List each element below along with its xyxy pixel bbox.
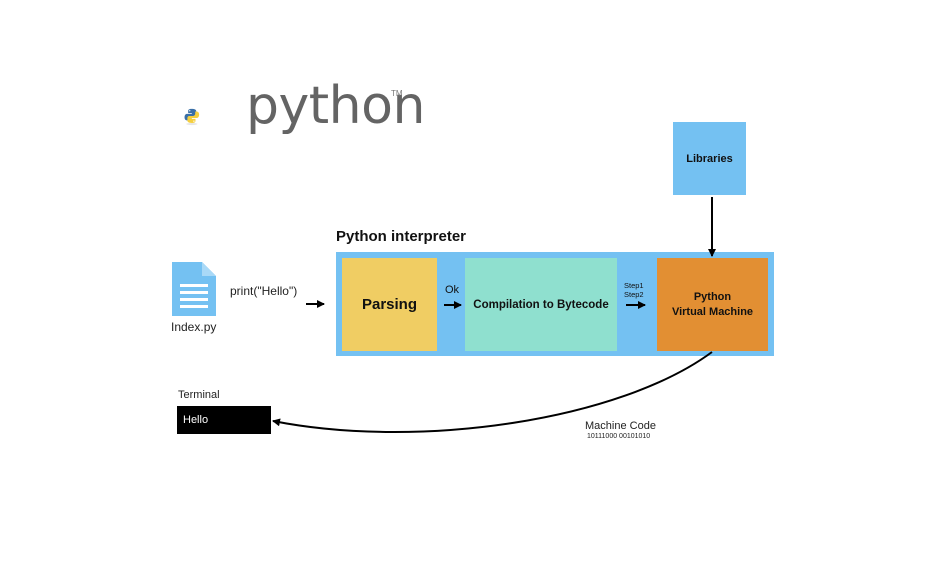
step1-label: Step1: [624, 281, 644, 290]
trademark-symbol: TM: [391, 89, 403, 98]
vm-label-line2: Virtual Machine: [671, 305, 754, 318]
machine-code-label: Machine Code: [585, 420, 656, 432]
document-file-icon: [172, 262, 216, 316]
parsing-stage: Parsing: [342, 258, 437, 351]
file-name-label: Index.py: [171, 320, 217, 334]
virtual-machine-stage: Python Virtual Machine: [657, 258, 768, 351]
compilation-stage: Compilation to Bytecode: [465, 258, 617, 351]
terminal-label: Terminal: [178, 389, 220, 401]
libraries-box: Libraries: [673, 122, 746, 195]
vm-label-line1: Python: [693, 291, 732, 304]
python-logo-icon: [184, 108, 200, 126]
terminal-box: Hello: [177, 406, 271, 434]
source-code-label: print("Hello"): [230, 284, 298, 298]
step2-label: Step2: [624, 290, 644, 300]
python-wordmark: python: [246, 76, 425, 136]
machine-code-bits: 10111000 00101010: [587, 433, 651, 440]
interpreter-title: Python interpreter: [336, 228, 467, 245]
steps-transition-label: Step1 Step2: [624, 281, 644, 300]
ok-transition-label: Ok: [445, 284, 460, 296]
